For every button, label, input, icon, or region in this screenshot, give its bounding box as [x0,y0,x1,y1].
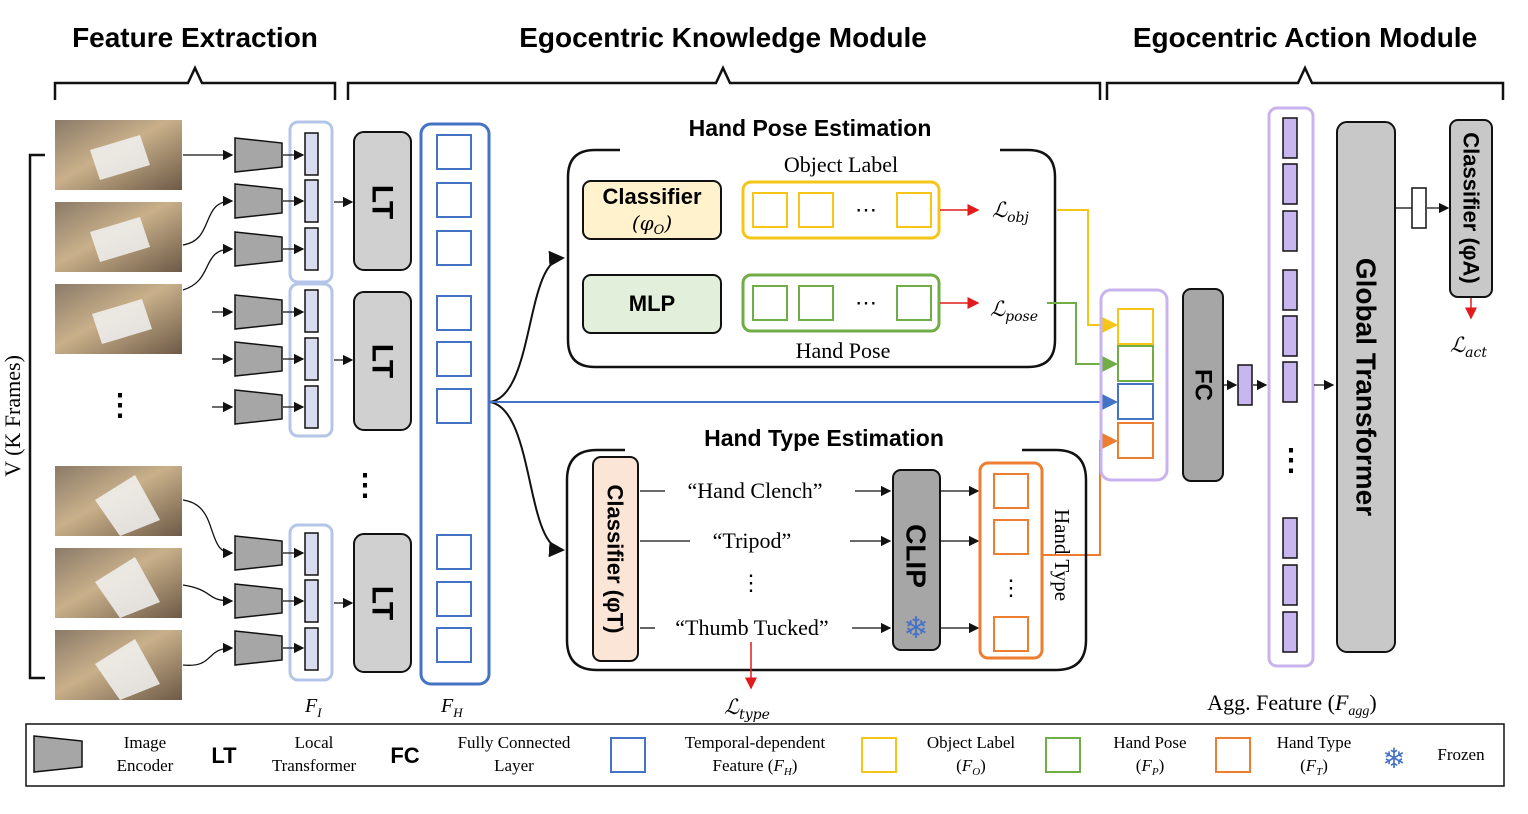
hand-pose-title: Hand Pose Estimation [689,115,932,141]
legend-snowflake-icon: ❄ [1382,742,1405,775]
image-encoder-icon [234,341,283,377]
legend-type-swatch [1215,737,1251,773]
agg-feature-label: Agg. Feature (Fagg) [1207,690,1376,719]
fi-feature-groups [288,120,334,682]
type-vdots: ⋮ [1000,575,1022,600]
clip-label: CLIP [901,524,932,588]
global-transformer-label: Global Transformer [1351,258,1382,516]
legend-object-line1: Object Label [927,733,1016,752]
action-classifier-label: Classifier (φA) [1459,132,1484,283]
frames-label: V (K Frames) [0,355,25,477]
fc-label: FC [1190,369,1217,401]
legend-object-swatch [861,737,897,773]
lt-label: LT [366,344,399,378]
fc-box [1182,288,1224,482]
loss-act: ℒact [1450,333,1487,361]
object-classifier-label: Classifier [602,184,701,209]
aggregated-features [1099,288,1169,482]
section-action-module: Egocentric Action Module [1133,22,1477,53]
object-label-caption: Object Label [784,152,898,177]
legend-temporal-line2: Feature (FH) [713,756,798,778]
fh-temporal-features [419,122,491,686]
loss-type: ℒtype [724,695,770,723]
object-classifier-box [582,180,722,240]
pose-dots: ⋯ [855,290,877,315]
hand-type-features [978,461,1044,660]
prompt-thumb-tucked: “Thumb Tucked” [675,615,828,640]
legend-temporal-line1: Temporal-dependent [685,733,826,752]
legend-pose-swatch [1045,737,1081,773]
image-encoder-icon [234,535,283,571]
loss-obj: ℒobj [992,198,1030,226]
lt-ellipsis: ⋮ [350,469,380,502]
legend-type-line2: (FT) [1300,756,1328,778]
legend-frozen: Frozen [1437,745,1485,764]
video-frames [55,120,182,700]
section-feature-extraction: Feature Extraction [72,22,318,53]
loss-pose: ℒpose [990,297,1038,325]
legend-fc-abbr: FC [390,743,419,768]
agg-ellipsis: ⋮ [1276,444,1306,477]
frames-bracket [28,153,45,680]
legend-local-transformer-line1: Local [295,733,334,752]
legend-image-encoder-line1: Image [124,733,166,752]
hand-type-caption: Hand Type [1050,509,1074,601]
section-knowledge-module: Egocentric Knowledge Module [519,22,927,53]
legend-type-line1: Hand Type [1277,733,1352,752]
image-encoders [234,137,283,666]
hand-type-estimation-panel: Hand Type Estimation Classifier (φT) “Ha… [565,425,1088,690]
image-encoder-icon [234,389,283,425]
section-braces [53,65,1505,100]
action-classifier-box [1449,119,1493,298]
legend-image-encoder-icon [33,735,83,773]
legend-temporal-swatch [610,737,646,773]
hand-pose-features [741,273,941,333]
lt-label: LT [366,185,399,219]
hand-type-classifier-box [592,456,639,662]
legend-object-line2: (FO) [956,756,986,778]
image-encoder-icon [234,630,283,666]
hand-pose-caption: Hand Pose [796,338,891,363]
object-dots: ⋯ [855,197,877,222]
legend-pose-line2: (FP) [1136,756,1164,778]
object-classifier-sub: (φO) [632,211,672,238]
cls-token [1411,187,1427,229]
legend: Image Encoder LT Local Transformer FC Fu… [25,723,1505,787]
prompt-tripod: “Tripod” [713,528,792,553]
legend-fully-connected-line2: Layer [494,756,534,775]
fh-label: FH [440,695,463,720]
hand-type-title: Hand Type Estimation [704,425,944,451]
legend-lt-abbr: LT [211,743,237,768]
object-label-features [741,180,941,240]
image-encoder-icon [234,137,283,173]
legend-fully-connected-line1: Fully Connected [458,733,571,752]
hand-type-classifier-label: Classifier (φT) [603,485,628,634]
frozen-snowflake-icon: ❄ [903,611,928,646]
frames-ellipsis: ⋮ [105,389,135,422]
local-transformers: LT LT LT [353,131,412,673]
image-encoder-icon [234,183,283,219]
prompt-hand-clench: “Hand Clench” [688,478,823,503]
lt-label: LT [366,586,399,620]
image-encoder-icon [234,231,283,267]
prompt-vdots: ⋮ [740,570,762,595]
agg-feature-column [1267,106,1315,668]
hand-pose-estimation-panel: Hand Pose Estimation Object Label Classi… [566,115,1057,369]
global-transformer-box [1336,121,1396,653]
frame-arrows [182,149,234,666]
legend-local-transformer-line2: Transformer [272,756,357,775]
clip-box [892,469,941,651]
legend-image-encoder-line2: Encoder [117,756,174,775]
fi-label: FI [304,695,322,720]
mlp-box [582,274,722,334]
image-encoder-icon [234,583,283,619]
fc-output-token [1237,364,1253,406]
mlp-label: MLP [629,291,675,316]
image-encoder-icon [234,294,283,330]
legend-pose-line1: Hand Pose [1113,733,1186,752]
